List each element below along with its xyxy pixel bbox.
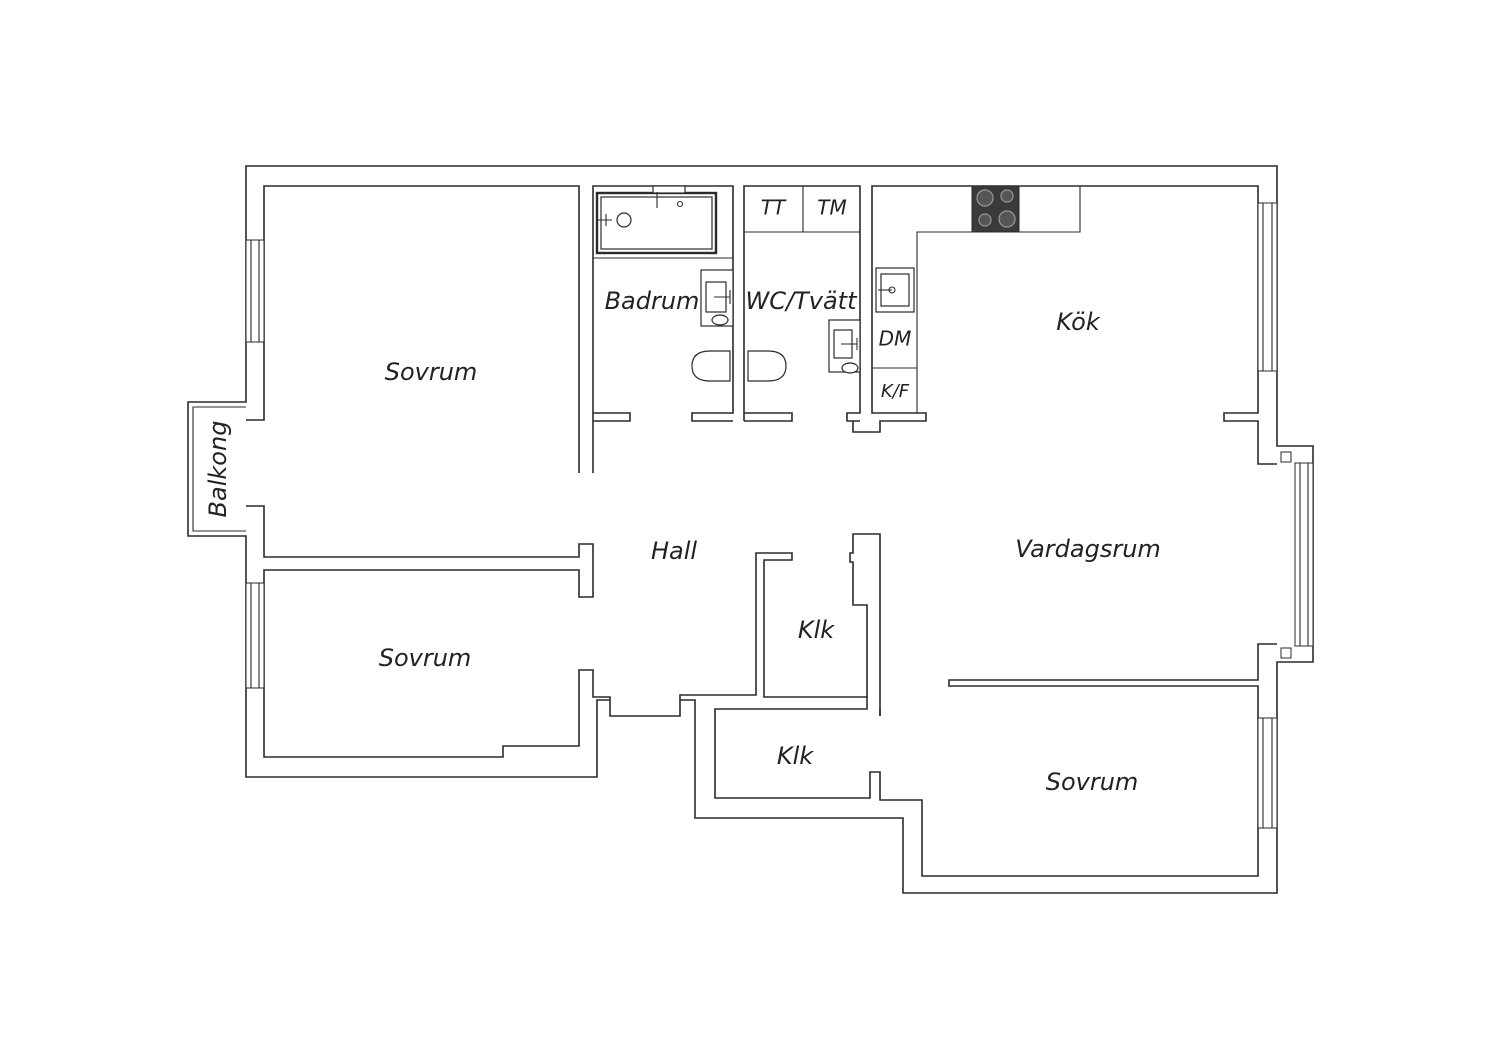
stove-icon [971,185,1020,233]
label-living-room: Vardagsrum [1015,535,1161,563]
label-bathroom: Badrum [605,287,700,315]
bathtub-icon [595,185,718,255]
label-kitchen: Kök [1056,308,1101,336]
label-bedroom-top: Sovrum [385,358,478,386]
label-tumble-dryer: TT [761,196,787,220]
label-wc-laundry: WC/Tvätt [746,287,859,315]
balcony-outline [192,406,246,532]
sink-icon [700,269,734,327]
window-icon [1280,451,1314,659]
label-hall: Hall [651,537,697,565]
window-icon [1257,717,1278,829]
window-icon [1257,202,1278,372]
label-fridge-freezer: K/F [881,381,910,402]
window-icon [245,582,265,689]
closet-walls [849,533,881,716]
window-icon [245,239,265,343]
bedroom-top-walls [246,185,611,758]
label-bedroom-middle: Sovrum [379,644,472,672]
label-balcony: Balkong [204,421,232,518]
outer-wall-outline [187,165,1314,894]
living-walls [679,552,1277,877]
sink-icon [828,319,861,374]
kitchen-sink-icon [875,267,915,313]
toilet-icon [691,350,787,382]
label-bedroom-right: Sovrum [1046,768,1139,796]
label-closet-lower: Klk [777,742,814,770]
bathroom-walls [592,185,734,473]
wc-walls [743,185,861,422]
label-dishwasher: DM [879,327,912,351]
wc-appliance-divider [744,186,860,233]
label-washing-machine: TM [817,196,846,220]
label-closet-upper: Klk [798,616,835,644]
